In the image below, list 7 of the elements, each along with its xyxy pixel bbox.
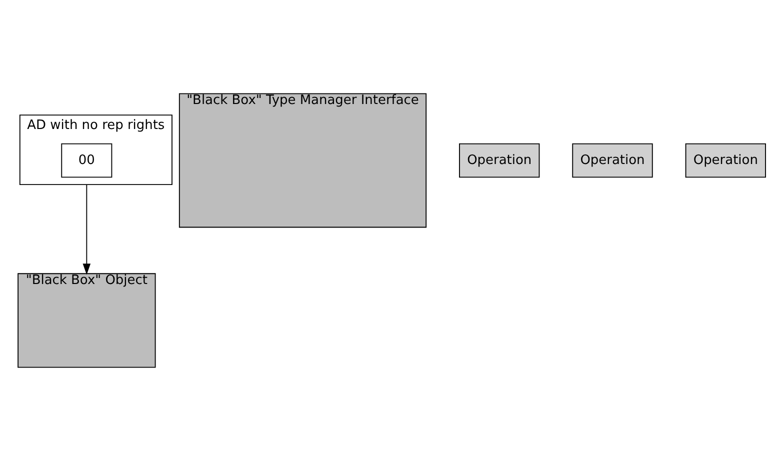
node-box: Operation bbox=[459, 143, 540, 178]
node-box: Operation bbox=[572, 143, 653, 178]
node-box: "Black Box" Object bbox=[18, 273, 156, 368]
arrow bbox=[82, 184, 91, 275]
node-box: "Black Box" Type Manager Interface bbox=[178, 93, 427, 228]
node-box: Operation bbox=[685, 143, 766, 178]
node-box: 00 bbox=[61, 143, 112, 178]
